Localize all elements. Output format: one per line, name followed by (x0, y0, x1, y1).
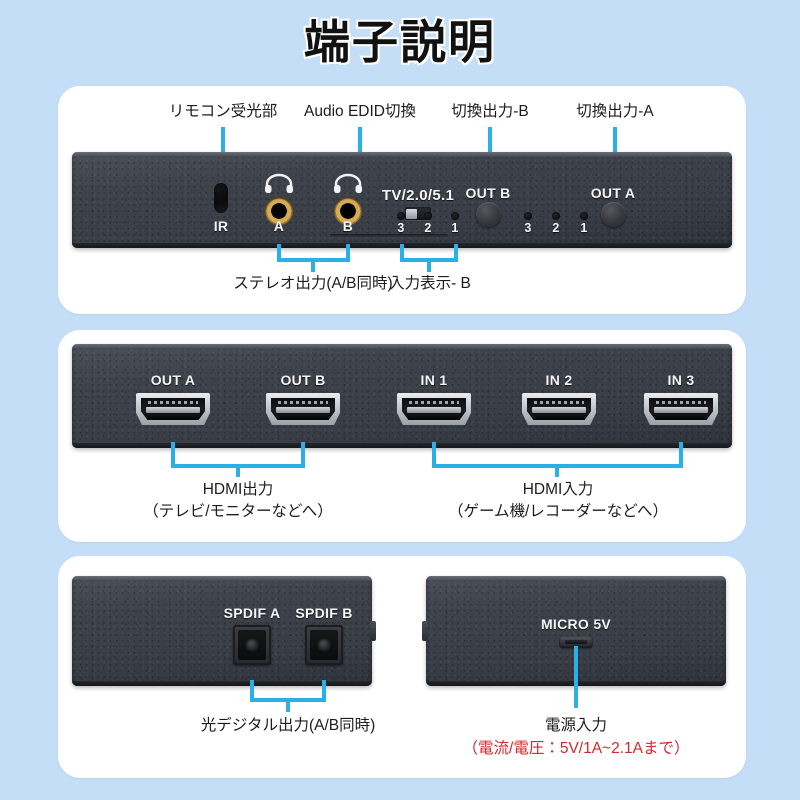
bracket-input-b-left-stem (400, 244, 404, 262)
bracket-hdmi-out-a-stem (171, 442, 175, 468)
bracket-input-b-drop (427, 258, 431, 272)
chassis-right-nub-left-device (370, 621, 376, 641)
hdmi-panel-chassis: OUT A OUT B IN 1 IN 2 IN 3 (72, 344, 732, 448)
caption-hdmi-output-line1: HDMI出力 (202, 481, 274, 498)
bracket-hdmi-out-b-stem (301, 442, 305, 468)
bracket-hdmi-in-1-stem (432, 442, 436, 468)
label-stereo-output: ステレオ出力(A/B同時) (233, 275, 393, 292)
label-switch-output-a: 切換出力-A (576, 103, 654, 120)
panel-sides: SPDIF A SPDIF B 光デジタル出力(A/B同時) MICRO 5V (58, 556, 746, 778)
led-a-3-label: 3 (524, 221, 532, 235)
panel-hdmi: OUT A OUT B IN 1 IN 2 IN 3 (58, 330, 746, 542)
led-a-1-label: 1 (580, 221, 588, 235)
hdmi-port-out-a[interactable] (136, 393, 210, 425)
bracket-stereo-b-stem (346, 244, 350, 262)
led-a-2-label: 2 (552, 221, 560, 235)
bracket-hdmi-in-3-stem (679, 442, 683, 468)
silk-hdmi-in-1-label: IN 1 (420, 372, 448, 388)
silk-jack-b-label: B (342, 218, 354, 234)
silk-spdif-b-label: SPDIF B (295, 605, 353, 621)
page-title: 端子説明 (302, 14, 496, 70)
note-power-spec: （電流/電圧：5V/1A~2.1Aまで） (462, 740, 690, 757)
label-audio-edid-switch: Audio EDID切換 (304, 103, 416, 120)
front-panel-chassis: IR A B (72, 152, 732, 248)
silk-micro-5v-label: MICRO 5V (540, 616, 612, 632)
silk-edid-modes: TV/2.0/5.1 (381, 187, 455, 204)
led-b-1-label: 1 (451, 221, 459, 235)
bracket-spdif-b-stem (322, 680, 326, 702)
bracket-spdif-drop (286, 698, 290, 712)
silk-ir-label: IR (213, 218, 229, 234)
headphone-icon-b (333, 173, 363, 193)
hdmi-port-out-b[interactable] (266, 393, 340, 425)
label-switch-output-b: 切換出力-B (451, 103, 529, 120)
spdif-port-a[interactable] (233, 625, 271, 665)
bracket-hdmi-out-drop (236, 464, 240, 477)
bracket-stereo-a-stem (277, 244, 281, 262)
led-a-3 (524, 212, 532, 220)
silk-hdmi-out-b-label: OUT B (280, 372, 326, 388)
spdif-side-chassis: SPDIF A SPDIF B (72, 576, 376, 686)
caption-hdmi-input-line2: （ゲーム機/レコーダーなどへ） (447, 503, 669, 520)
caption-hdmi-output-line2: （テレビ/モニターなどへ） (143, 503, 333, 520)
caption-optical-output: 光デジタル出力(A/B同時) (200, 717, 376, 734)
out-b-button[interactable] (476, 202, 501, 227)
led-b-2 (424, 212, 432, 220)
chassis-left-nub-right-device (422, 621, 428, 641)
caption-power-input: 電源入力 (544, 717, 608, 734)
led-a-2 (552, 212, 560, 220)
panel-front: リモコン受光部 Audio EDID切換 切換出力-B 切換出力-A IR (58, 86, 746, 314)
stereo-jack-b[interactable] (334, 197, 362, 225)
ir-receiver-window (214, 183, 228, 213)
label-input-indicator-b: 入力表示- B (389, 275, 471, 292)
spdif-port-b[interactable] (305, 625, 343, 665)
silk-hdmi-in-2-label: IN 2 (545, 372, 573, 388)
led-b-3 (397, 212, 405, 220)
led-b-1 (451, 212, 459, 220)
hdmi-port-in-3[interactable] (644, 393, 718, 425)
bracket-spdif-a-stem (250, 680, 254, 702)
label-ir-receiver: リモコン受光部 (168, 103, 278, 120)
bracket-stereo-drop (311, 258, 315, 272)
stereo-jack-a[interactable] (265, 197, 293, 225)
silk-hdmi-out-a-label: OUT A (150, 372, 196, 388)
led-b-2-label: 2 (424, 221, 432, 235)
silk-out-b-label: OUT B (465, 185, 511, 201)
led-b-3-label: 3 (397, 221, 405, 235)
silk-spdif-a-label: SPDIF A (223, 605, 281, 621)
caption-hdmi-input-line1: HDMI入力 (522, 481, 594, 498)
silk-out-a-label: OUT A (590, 185, 636, 201)
micro-usb-power-port[interactable] (559, 636, 593, 648)
pointer-power-input (574, 646, 578, 708)
hdmi-port-in-1[interactable] (397, 393, 471, 425)
out-a-button[interactable] (601, 202, 626, 227)
bracket-input-b-right-stem (454, 244, 458, 262)
silk-jack-a-label: A (273, 218, 285, 234)
bracket-hdmi-in-drop (555, 464, 559, 477)
headphone-icon-a (264, 173, 294, 193)
hdmi-port-in-2[interactable] (522, 393, 596, 425)
led-a-1 (580, 212, 588, 220)
chassis-vent-slot (330, 234, 448, 237)
silk-hdmi-in-3-label: IN 3 (667, 372, 695, 388)
